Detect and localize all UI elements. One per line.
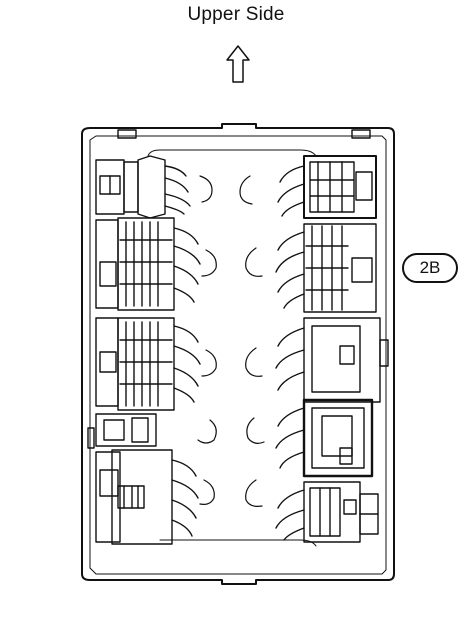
connector-id-badge: 2B bbox=[402, 253, 458, 283]
left-connector-small bbox=[87, 413, 157, 449]
left-connector-1 bbox=[95, 155, 191, 219]
housing bbox=[81, 123, 395, 585]
upper-side-label: Upper Side bbox=[187, 4, 285, 25]
right-connector-1 bbox=[277, 155, 377, 219]
left-connector-3 bbox=[95, 317, 201, 411]
up-arrow-icon bbox=[226, 45, 250, 83]
right-connector-3 bbox=[275, 317, 389, 403]
wire-hooks bbox=[197, 175, 265, 507]
left-connector-4 bbox=[95, 449, 199, 545]
left-connector-2 bbox=[95, 217, 201, 311]
right-connector-2 bbox=[275, 223, 377, 313]
right-connector-4 bbox=[275, 398, 374, 478]
wire-harness bbox=[147, 149, 317, 547]
right-connector-5 bbox=[275, 481, 379, 543]
